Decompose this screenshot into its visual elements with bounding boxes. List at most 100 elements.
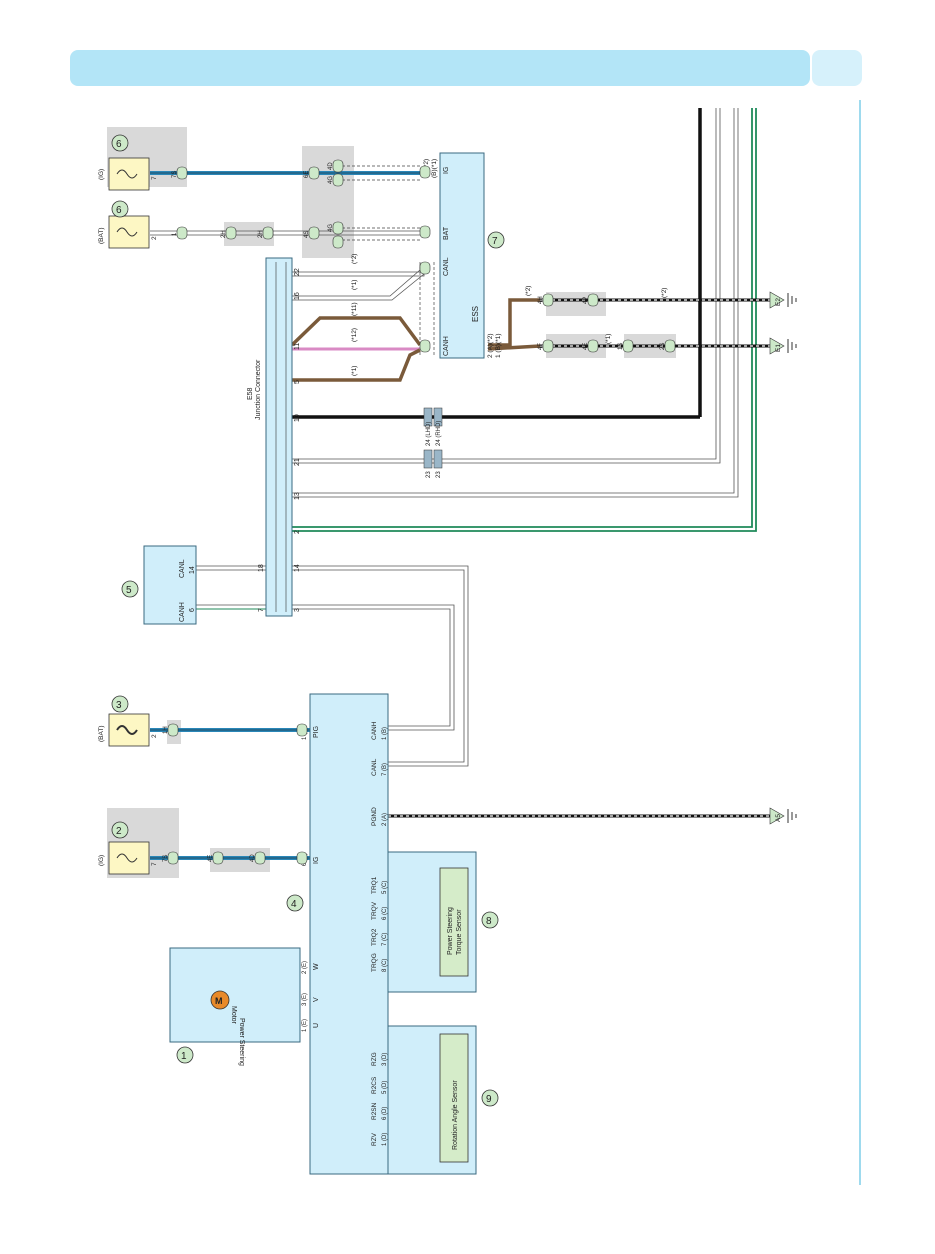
variant-labels: 24 (LHD) 24 (RHD) 23 23 — [423, 407, 443, 478]
svg-text:1H: 1H — [163, 726, 169, 734]
svg-text:1 (B): 1 (B) — [382, 727, 388, 740]
svg-text:R2SN: R2SN — [371, 1102, 378, 1120]
svg-text:(BAT): (BAT) — [98, 228, 105, 245]
fuse-6-ig: (IG) 7 — [98, 157, 158, 191]
svg-text:IG: IG — [313, 857, 320, 864]
svg-text:5 (D): 5 (D) — [382, 1081, 388, 1094]
header-band — [70, 50, 810, 86]
shade-splice-top — [302, 146, 354, 258]
ecu-bottom-pin-labels: CANH CANL PGND TRQ1 TRQV TRQ2 TRQG RZG R… — [371, 721, 388, 1146]
svg-text:TRQG: TRQG — [371, 953, 378, 972]
svg-text:5 (C): 5 (C) — [382, 881, 388, 894]
svg-text:(*1): (*1) — [351, 366, 358, 376]
svg-text:7: 7 — [151, 862, 158, 866]
wire-canl-16 — [292, 269, 425, 301]
svg-text:V: V — [313, 997, 320, 1002]
wire-canh-twisted — [290, 316, 422, 382]
svg-text:7: 7 — [151, 176, 158, 180]
svg-text:TRQ1: TRQ1 — [371, 876, 378, 894]
svg-text:10: 10 — [294, 414, 301, 422]
motor-label: Power Steering — [238, 1018, 245, 1066]
svg-text:6: 6 — [116, 139, 122, 150]
ess-canh-pin-note2: 1 (B)(*1) — [495, 333, 502, 358]
svg-text:CANH: CANH — [371, 721, 378, 740]
svg-text:(*1): (*1) — [351, 280, 358, 290]
rotation-angle-sensor: Rotation Angle Sensor — [387, 1025, 477, 1175]
svg-text:7 (B): 7 (B) — [382, 763, 388, 776]
svg-text:1S: 1S — [618, 343, 624, 350]
motor-symbol: M — [215, 996, 223, 1006]
wire-ess-ground-e1 — [487, 344, 780, 351]
rotation-sensor-label: Rotation Angle Sensor — [452, 1080, 459, 1150]
ground-e1: E1 — [769, 337, 797, 355]
svg-text:4G: 4G — [328, 176, 334, 184]
torque-sensor-label-2: Torque Sensor — [456, 909, 463, 955]
can-module-canh: CANH — [179, 602, 186, 622]
ess-pin-ig: IG — [443, 167, 450, 174]
svg-text:7S: 7S — [172, 171, 178, 178]
junction-name: E58 — [247, 387, 254, 400]
svg-text:(*12): (*12) — [351, 328, 358, 342]
callout-5: 5 — [121, 580, 139, 598]
star-notes: (*2) (*1) (*11) (*12) (*1) (*2) (*1) (*2… — [351, 254, 668, 376]
svg-text:5: 5 — [294, 380, 301, 384]
connector-code-labels: 7S 6E 4D 4G 1 2H 2H 4S 4G 4H 4P 4F 4E 1S… — [163, 162, 666, 862]
svg-text:4H: 4H — [538, 296, 544, 304]
svg-text:RZV: RZV — [371, 1132, 378, 1146]
svg-text:4: 4 — [291, 899, 297, 910]
svg-text:PIG: PIG — [313, 726, 320, 738]
svg-text:22: 22 — [294, 268, 301, 276]
wire-10-black — [292, 108, 702, 419]
junction-pin-labels: 22 16 11 5 10 21 13 2 18 7 14 3 — [258, 268, 301, 612]
svg-text:E1: E1 — [775, 344, 782, 352]
svg-text:RZG: RZG — [371, 1052, 378, 1066]
svg-text:(*1): (*1) — [605, 334, 612, 344]
svg-text:TRQ2: TRQ2 — [371, 928, 378, 946]
fuse-2-ig: (IG) 7 — [98, 841, 158, 875]
svg-text:6: 6 — [116, 205, 122, 216]
svg-text:2H: 2H — [221, 230, 227, 238]
svg-text:(*2): (*2) — [351, 254, 358, 264]
svg-text:2: 2 — [116, 826, 122, 837]
svg-text:9: 9 — [486, 1094, 492, 1105]
svg-text:1 (D): 1 (D) — [382, 1133, 388, 1146]
svg-text:A5: A5 — [775, 814, 782, 822]
callouts: 6 6 7 5 3 2 4 8 1 9 — [111, 134, 505, 1107]
callout-3: 3 — [111, 695, 129, 713]
svg-text:6 (C): 6 (C) — [382, 907, 388, 920]
svg-text:(IG): (IG) — [98, 169, 105, 180]
can-module-pin-canh: 6 — [189, 608, 196, 612]
svg-text:7S: 7S — [163, 855, 169, 862]
callout-1: 1 — [176, 1046, 194, 1064]
junction-subtitle: Junction Connector — [255, 359, 262, 420]
torque-sensor-label: Power Steering — [447, 907, 454, 955]
fuse-6-bat: (BAT) 2 — [98, 215, 158, 249]
svg-text:16: 16 — [294, 292, 301, 300]
can-module-pin-canl: 14 — [189, 566, 196, 574]
svg-text:4E: 4E — [208, 855, 214, 862]
svg-text:11: 11 — [294, 343, 301, 350]
wire-2-green — [292, 108, 757, 532]
svg-text:7: 7 — [258, 608, 265, 612]
svg-text:3 (E): 3 (E) — [302, 993, 308, 1006]
svg-text:1: 1 — [181, 1051, 187, 1062]
can-module-canl: CANL — [179, 559, 186, 578]
header-tab — [812, 50, 862, 86]
callout-2: 2 — [111, 821, 129, 839]
svg-text:(*11): (*11) — [351, 302, 358, 316]
svg-text:4D: 4D — [328, 162, 334, 170]
svg-text:3: 3 — [294, 608, 301, 612]
wire-bat-top — [150, 230, 420, 236]
power-steering-motor: M Power Steering Motor — [169, 947, 301, 1066]
svg-text:4P: 4P — [583, 297, 589, 304]
callout-6-ig: 6 — [111, 134, 129, 152]
svg-text:7 (C): 7 (C) — [382, 933, 388, 946]
svg-text:3: 3 — [116, 700, 122, 711]
ess-pin-canl: CANL — [443, 257, 450, 276]
svg-text:2 (A): 2 (A) — [382, 813, 388, 826]
ground-a5: A5 — [769, 807, 797, 825]
svg-text:18: 18 — [258, 564, 265, 572]
svg-text:1: 1 — [172, 232, 178, 236]
svg-text:4S: 4S — [304, 231, 310, 238]
svg-text:5: 5 — [126, 585, 132, 596]
